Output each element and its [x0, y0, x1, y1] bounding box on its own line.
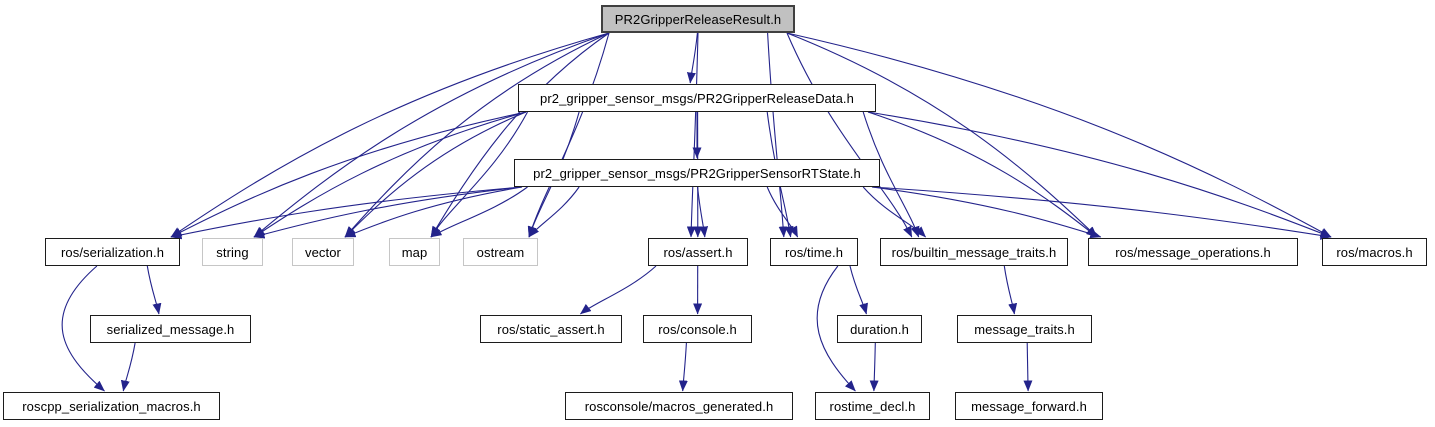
- edge-rtstate-to-string: [253, 186, 523, 239]
- graph-node-msgops[interactable]: ros/message_operations.h: [1088, 238, 1298, 266]
- graph-node-releasedata[interactable]: pr2_gripper_sensor_msgs/PR2GripperReleas…: [518, 84, 876, 112]
- graph-node-root: PR2GripperReleaseResult.h: [601, 5, 795, 33]
- edge-releasedata-to-serialization: [170, 111, 527, 238]
- edge-rtstate-to-ostream: [528, 186, 580, 238]
- graph-node-console[interactable]: ros/console.h: [643, 315, 752, 343]
- edge-root-to-string: [253, 32, 610, 238]
- edge-releasedata-to-builtin: [862, 111, 920, 238]
- edge-rtstate-to-map: [430, 186, 528, 238]
- graph-node-assert[interactable]: ros/assert.h: [648, 238, 748, 266]
- edge-root-to-time: [767, 32, 788, 238]
- graph-node-roscpp_macros[interactable]: roscpp_serialization_macros.h: [3, 392, 220, 420]
- graph-node-rosconsole_macros[interactable]: rosconsole/macros_generated.h: [565, 392, 793, 420]
- edge-root-to-releasedata: [686, 32, 698, 84]
- edge-serialization-to-serialized_message: [146, 265, 162, 315]
- edge-rtstate-to-builtin: [862, 186, 926, 238]
- edge-rtstate-to-msgops: [871, 186, 1102, 239]
- graph-node-string: string: [202, 238, 263, 266]
- edge-rtstate-to-serialization: [170, 186, 523, 240]
- graph-node-rtstate[interactable]: pr2_gripper_sensor_msgs/PR2GripperSensor…: [514, 159, 880, 187]
- graph-node-rostime_decl[interactable]: rostime_decl.h: [815, 392, 930, 420]
- graph-node-serialized_message[interactable]: serialized_message.h: [90, 315, 251, 343]
- edge-serialization-to-roscpp_macros: [61, 265, 105, 392]
- edge-serialized_message-to-roscpp_macros: [120, 342, 136, 392]
- edge-root-to-map: [430, 32, 610, 238]
- graph-node-builtin[interactable]: ros/builtin_message_traits.h: [880, 238, 1068, 266]
- graph-node-message_traits[interactable]: message_traits.h: [957, 315, 1092, 343]
- edge-root-to-builtin: [786, 32, 913, 238]
- graph-node-duration[interactable]: duration.h: [837, 315, 922, 343]
- edge-rtstate-to-vector: [344, 186, 523, 238]
- edge-releasedata-to-map: [430, 111, 528, 238]
- edge-releasedata-to-string: [253, 111, 527, 238]
- edge-time-to-duration: [849, 265, 868, 315]
- edge-root-to-vector: [344, 32, 610, 238]
- graph-node-static_assert[interactable]: ros/static_assert.h: [480, 315, 622, 343]
- graph-node-ostream: ostream: [463, 238, 538, 266]
- edge-builtin-to-message_traits: [1003, 265, 1018, 315]
- edge-message_traits-to-message_forward: [1023, 342, 1033, 392]
- edge-assert-to-static_assert: [580, 265, 657, 315]
- edge-rtstate-to-macros: [871, 186, 1332, 240]
- edge-time-to-rostime_decl: [816, 265, 856, 392]
- edge-releasedata-to-vector: [344, 111, 527, 238]
- edge-root-to-msgops: [786, 32, 1098, 238]
- graph-node-time[interactable]: ros/time.h: [770, 238, 858, 266]
- graph-node-serialization[interactable]: ros/serialization.h: [45, 238, 180, 266]
- edge-rtstate-to-time: [766, 186, 799, 238]
- graph-node-map: map: [389, 238, 440, 266]
- edge-console-to-rosconsole_macros: [678, 342, 688, 392]
- edge-rtstate-to-assert: [697, 186, 709, 238]
- graph-node-message_forward[interactable]: message_forward.h: [955, 392, 1103, 420]
- edge-releasedata-to-msgops: [867, 111, 1098, 238]
- edge-root-to-macros: [786, 32, 1332, 238]
- edge-releasedata-to-macros: [867, 111, 1332, 238]
- graph-node-macros[interactable]: ros/macros.h: [1322, 238, 1427, 266]
- graph-node-vector: vector: [292, 238, 354, 266]
- edge-root-to-serialization: [170, 32, 610, 238]
- edge-duration-to-rostime_decl: [869, 342, 879, 392]
